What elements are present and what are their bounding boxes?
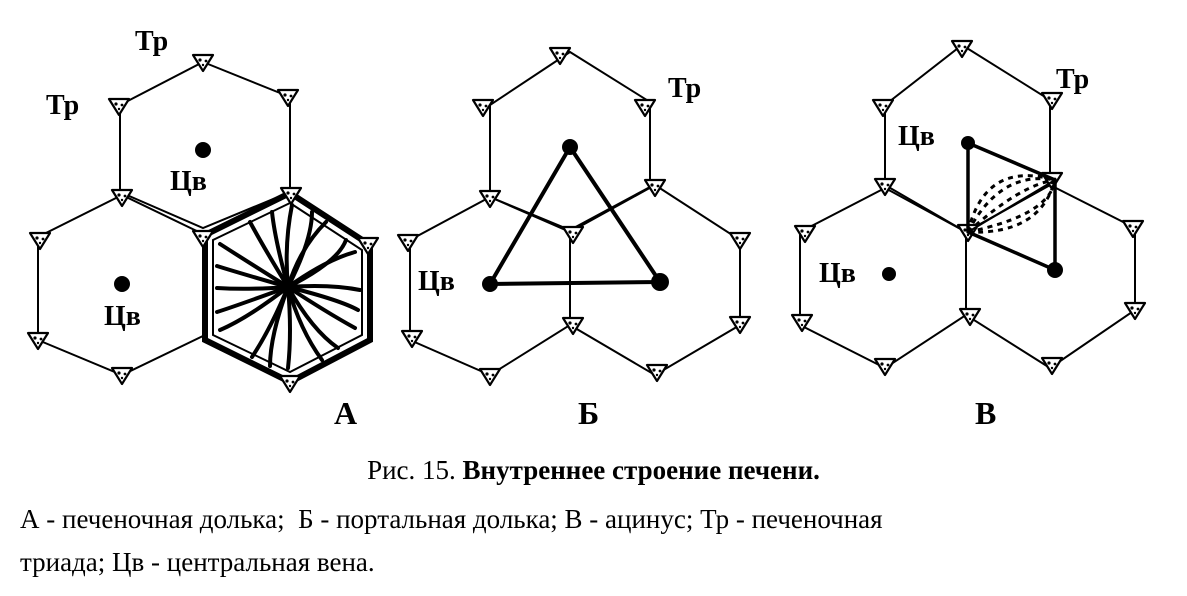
triad-label: Тр xyxy=(135,26,168,57)
figure-caption: Рис. 15. Внутреннее строение печени. xyxy=(0,452,1187,488)
panel-letter: Б xyxy=(578,395,599,431)
portal-triad-icon xyxy=(1040,91,1064,111)
central-vein xyxy=(482,276,498,292)
central-vein-label: Цв xyxy=(898,121,935,152)
portal-triad-icon xyxy=(1121,219,1145,239)
portal-triad-icon xyxy=(1123,301,1147,321)
figure-number: Рис. 15. xyxy=(367,455,456,485)
central-vein-label: Цв xyxy=(104,301,141,332)
panel-letter: А xyxy=(334,395,357,431)
portal-triad-icon xyxy=(871,98,895,118)
portal-triad-icon xyxy=(26,331,50,351)
triad-label: Тр xyxy=(46,90,79,121)
central-vein xyxy=(195,142,211,158)
central-vein xyxy=(1047,262,1063,278)
portal-triad-icon xyxy=(110,366,134,386)
triad-label: Тр xyxy=(668,73,701,104)
triad-label: Тр xyxy=(1056,64,1089,95)
portal-triad-icon xyxy=(728,315,752,335)
central-vein-label: Цв xyxy=(819,258,856,289)
legend-line: А - печеночная долька; Б - портальная до… xyxy=(20,504,883,534)
portal-triad-icon xyxy=(793,224,817,244)
portal-triad-icon xyxy=(633,98,657,118)
portal-triad-icon xyxy=(873,357,897,377)
portal-triad-icon xyxy=(728,231,752,251)
portal-triad-icon xyxy=(107,97,131,117)
portal-lobule-triangle xyxy=(488,145,662,286)
portal-triad-icon xyxy=(278,374,302,394)
panel-a: Тр Тр Цв Цв А xyxy=(26,26,380,431)
portal-triad-icon xyxy=(396,233,420,253)
acinus-rhombus xyxy=(966,141,1057,272)
portal-triad-icon xyxy=(276,88,300,108)
liver-structure-diagram: Тр Тр Цв Цв А Тр Цв Б xyxy=(26,26,1147,431)
portal-triad-icon xyxy=(561,225,585,245)
portal-triad-icon xyxy=(478,367,502,387)
figure-legend: А - печеночная долька; Б - портальная до… xyxy=(20,498,1180,584)
central-vein-label: Цв xyxy=(418,266,455,297)
central-vein-label: Цв xyxy=(170,166,207,197)
portal-triad-icon xyxy=(28,231,52,251)
central-vein xyxy=(882,267,896,281)
central-vein xyxy=(651,273,669,291)
central-vein xyxy=(961,136,975,150)
panel-c: Тр Цв Цв В xyxy=(790,39,1147,431)
portal-triad-icon xyxy=(548,46,572,66)
central-vein xyxy=(562,139,578,155)
hepatic-lobule-highlight xyxy=(202,189,373,386)
legend-line: триада; Цв - центральная вена. xyxy=(20,547,375,577)
central-vein xyxy=(114,276,130,292)
portal-triad-icon xyxy=(191,53,215,73)
figure-title: Внутреннее строение печени. xyxy=(462,455,820,485)
panel-letter: В xyxy=(975,395,996,431)
panel-b: Тр Цв Б xyxy=(396,46,752,431)
